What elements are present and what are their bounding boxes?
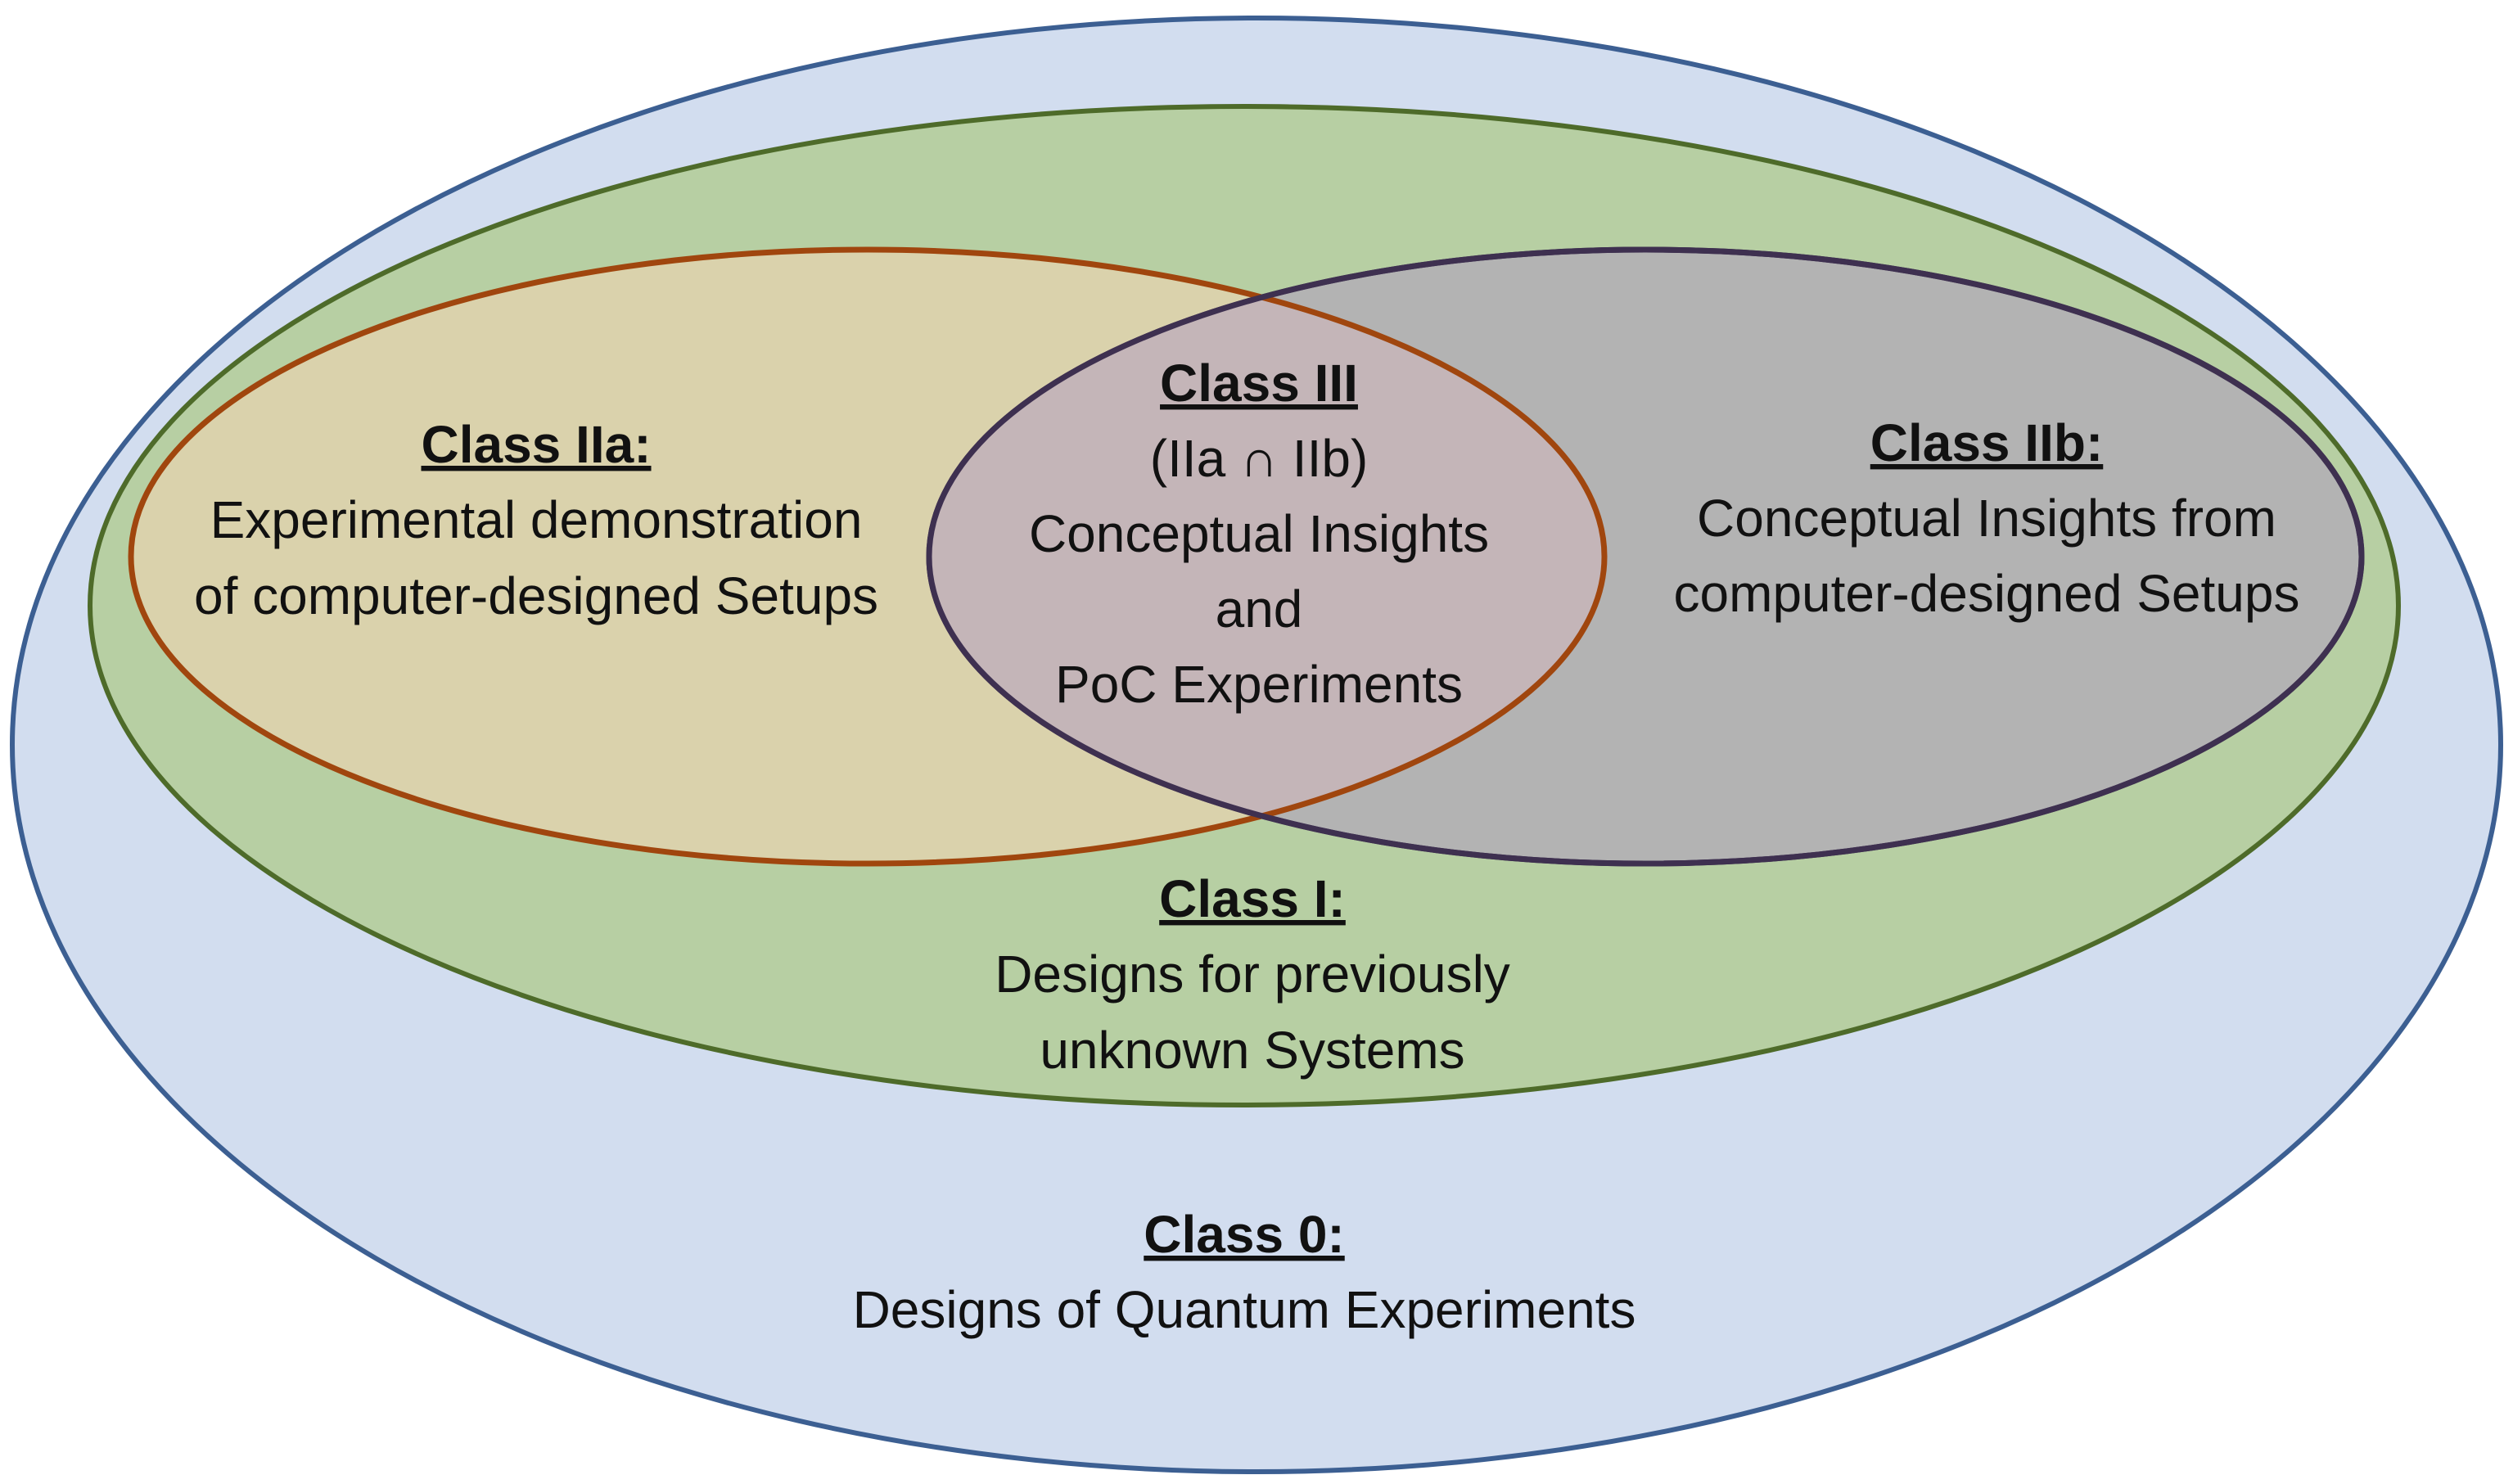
class-0-line-1: Designs of Quantum Experiments — [853, 1280, 1636, 1339]
class-2b-line-2: computer-designed Setups — [1674, 564, 2300, 623]
class-2a-line-2: of computer-designed Setups — [194, 566, 878, 625]
class-3-line-1: (IIa ∩ IIb) — [1150, 429, 1369, 488]
class-2a-outline — [128, 246, 1608, 867]
class-1-line-1: Designs for previously — [995, 945, 1510, 1004]
class-1-line-2: unknown Systems — [1040, 1021, 1464, 1080]
class-2a-title: Class IIa: — [421, 415, 651, 474]
class-2b-outline — [926, 246, 2365, 867]
class-2b-label: Class IIb: Conceptual Insights from comp… — [1674, 413, 2300, 623]
class-1-title: Class I: — [1159, 869, 1346, 928]
class-2a-label: Class IIa: Experimental demonstration of… — [194, 415, 878, 625]
class-2a-line-1: Experimental demonstration — [210, 490, 863, 549]
class-3-label: Class III (IIa ∩ IIb) Conceptual Insight… — [1029, 354, 1489, 714]
class-3-line-2: Conceptual Insights — [1029, 504, 1489, 563]
class-0-label: Class 0: Designs of Quantum Experiments — [853, 1205, 1636, 1339]
class-2b-line-1: Conceptual Insights from — [1697, 489, 2276, 548]
class-3-intersection — [929, 250, 1604, 864]
class-0-title: Class 0: — [1144, 1205, 1344, 1264]
class-3-title: Class III — [1160, 354, 1358, 413]
class-1-label: Class I: Designs for previously unknown … — [995, 869, 1510, 1080]
class-3-line-4: PoC Experiments — [1055, 655, 1463, 714]
class-3-line-3: and — [1216, 580, 1303, 638]
class-2b-title: Class IIb: — [1870, 413, 2104, 472]
